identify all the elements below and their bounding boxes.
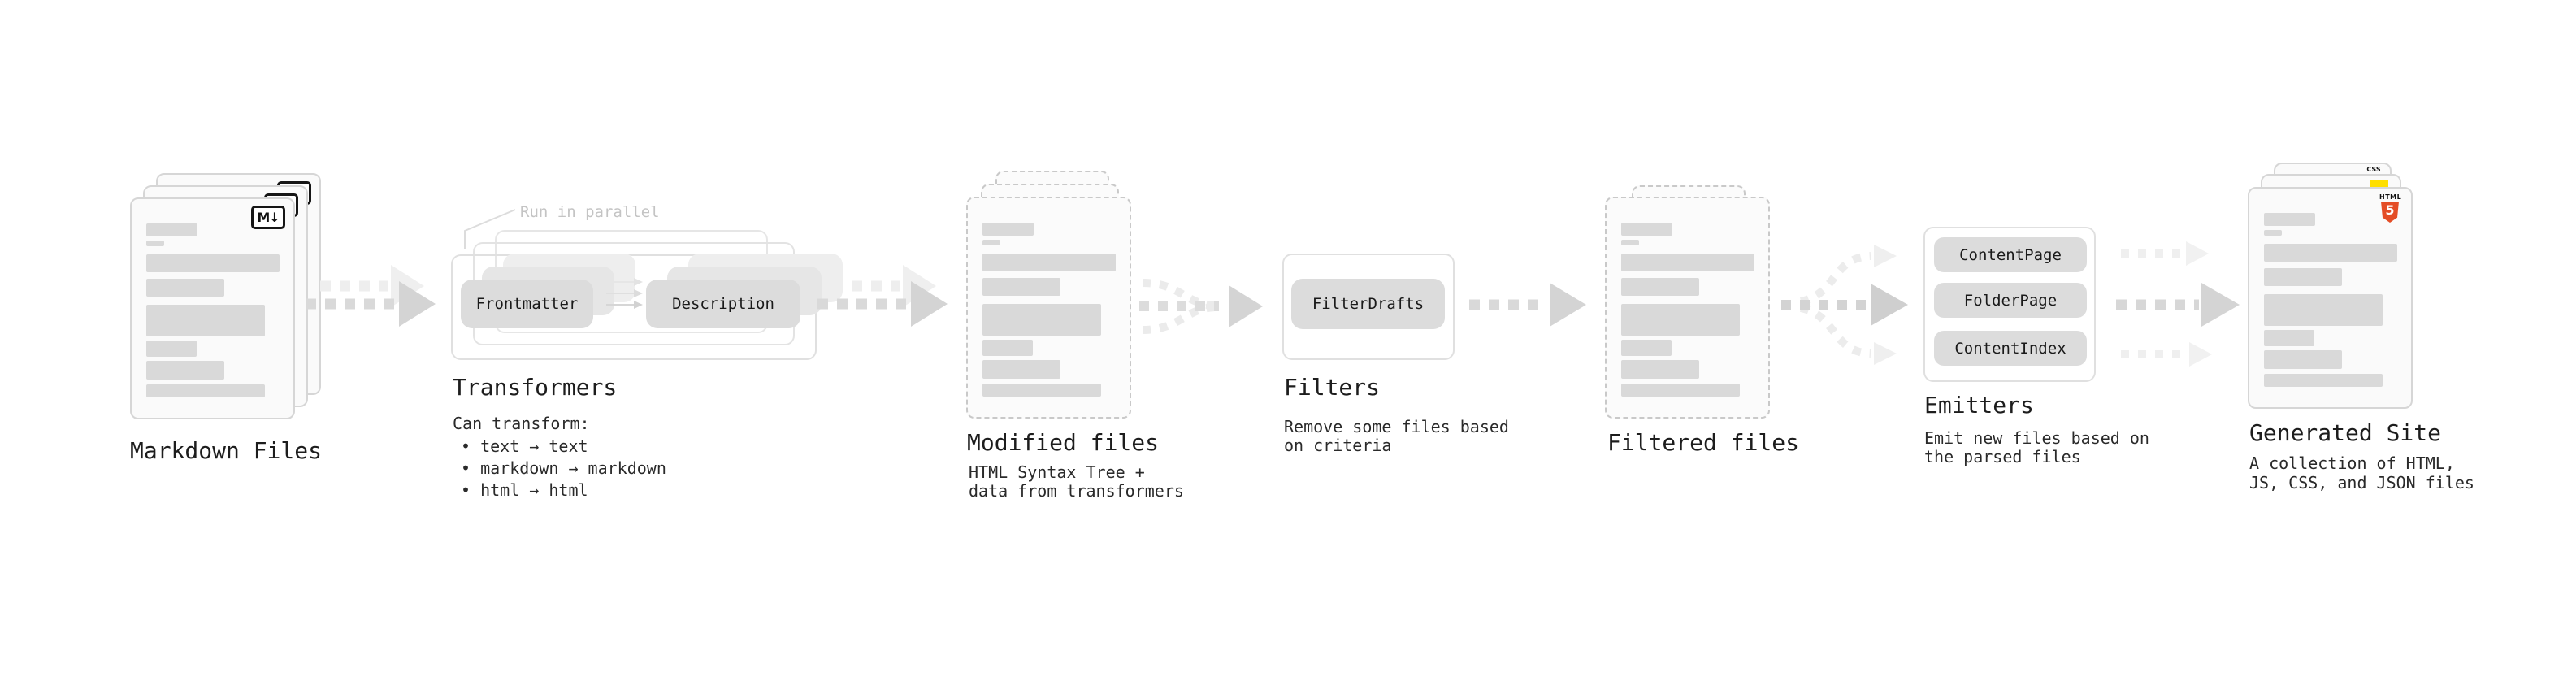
html5-icon: HTML 5 (2379, 193, 2401, 223)
content-bar (2264, 374, 2383, 387)
content-bar (2264, 330, 2314, 346)
arrow-filters-to-filtered-icon (1469, 283, 1586, 327)
content-bar (146, 241, 164, 246)
node-subtitle: Emit new files based on the parsed files (1924, 429, 2149, 466)
document: M↓ (130, 197, 295, 419)
content-bar (146, 340, 197, 357)
list-item: • html → html (461, 480, 588, 500)
content-bar (1621, 360, 1699, 379)
filterdrafts-chip: FilterDrafts (1291, 279, 1445, 329)
subtitle-line: HTML Syntax Tree + (969, 462, 1145, 482)
contentindex-chip: ContentIndex (1934, 331, 2087, 366)
node-title: Emitters (1924, 392, 2034, 419)
content-bar (982, 340, 1033, 356)
transform-list: • text → text • markdown → markdown • ht… (461, 436, 666, 501)
content-bar (2264, 244, 2397, 262)
content-bar (982, 384, 1101, 397)
node-title: Generated Site (2249, 419, 2442, 446)
frontmatter-chip: Frontmatter (461, 280, 593, 328)
content-bar (1621, 223, 1672, 236)
node-title: Markdown Files (129, 437, 322, 464)
subtitle-line: Emit new files based on (1924, 428, 2149, 448)
document (1605, 197, 1770, 419)
node-subtitle: A collection of HTML, JS, CSS, and JSON … (2249, 453, 2474, 492)
content-bar (1621, 278, 1699, 296)
content-bar (146, 223, 197, 236)
arrow-merge-to-filters-icon (1139, 279, 1263, 334)
folderpage-chip: FolderPage (1934, 283, 2087, 318)
content-bar (982, 278, 1060, 296)
filters-box (1282, 254, 1455, 360)
content-bar (982, 254, 1116, 271)
subtitle-line: A collection of HTML, (2249, 453, 2455, 473)
arrow-markdown-to-transformers-icon (306, 265, 436, 327)
content-bar (146, 254, 280, 272)
js-icon (2370, 180, 2388, 189)
arrow-emitters-to-site-icon (2116, 241, 2240, 367)
list-item: • text → text (461, 436, 588, 456)
content-bar (2264, 230, 2282, 236)
content-bar (146, 384, 265, 397)
node-subtitle: Can transform: (453, 414, 590, 433)
chip-flow-arrows-icon (606, 278, 643, 309)
content-bar (2264, 350, 2342, 369)
content-bar (2264, 294, 2383, 326)
node-title: Modified files (967, 429, 1160, 456)
content-bar (2264, 213, 2315, 226)
list-item: • markdown → markdown (461, 458, 666, 478)
markdown-icon: M↓ (251, 206, 285, 229)
content-bar (146, 279, 224, 297)
content-bar (1621, 240, 1639, 245)
emitters-box (1923, 227, 2096, 382)
document: HTML 5 (2248, 187, 2413, 409)
content-bar (1621, 254, 1754, 271)
content-bar (1621, 340, 1672, 356)
node-subtitle: Remove some files based on criteria (1284, 418, 1509, 455)
document (966, 197, 1131, 419)
contentpage-chip: ContentPage (1934, 237, 2087, 272)
content-bar (1621, 304, 1740, 336)
content-bar (982, 240, 1000, 245)
content-bar (982, 223, 1034, 236)
content-bar (1621, 384, 1740, 397)
content-bar (2264, 268, 2342, 286)
subtitle-line: the parsed files (1924, 447, 2081, 466)
content-bar (982, 304, 1101, 336)
subtitle-line: on criteria (1284, 436, 1392, 455)
node-title: Filters (1284, 374, 1381, 401)
subtitle-line: JS, CSS, and JSON files (2249, 473, 2474, 492)
subtitle-line: data from transformers (969, 481, 1184, 501)
arrow-transformers-to-modified-icon (817, 265, 948, 327)
parallel-annotation: Run in parallel (520, 203, 660, 221)
node-subtitle: HTML Syntax Tree + data from transformer… (969, 463, 1184, 501)
content-bar (146, 305, 265, 336)
arrow-split-to-emitters-icon (1781, 245, 1908, 365)
node-title: Filtered files (1607, 429, 1800, 456)
content-bar (982, 360, 1060, 379)
subtitle-line: Remove some files based (1284, 417, 1509, 436)
content-bar (146, 361, 224, 380)
description-chip: Description (646, 280, 800, 328)
annotation-connector-icon (464, 209, 516, 249)
node-title: Transformers (453, 374, 618, 401)
